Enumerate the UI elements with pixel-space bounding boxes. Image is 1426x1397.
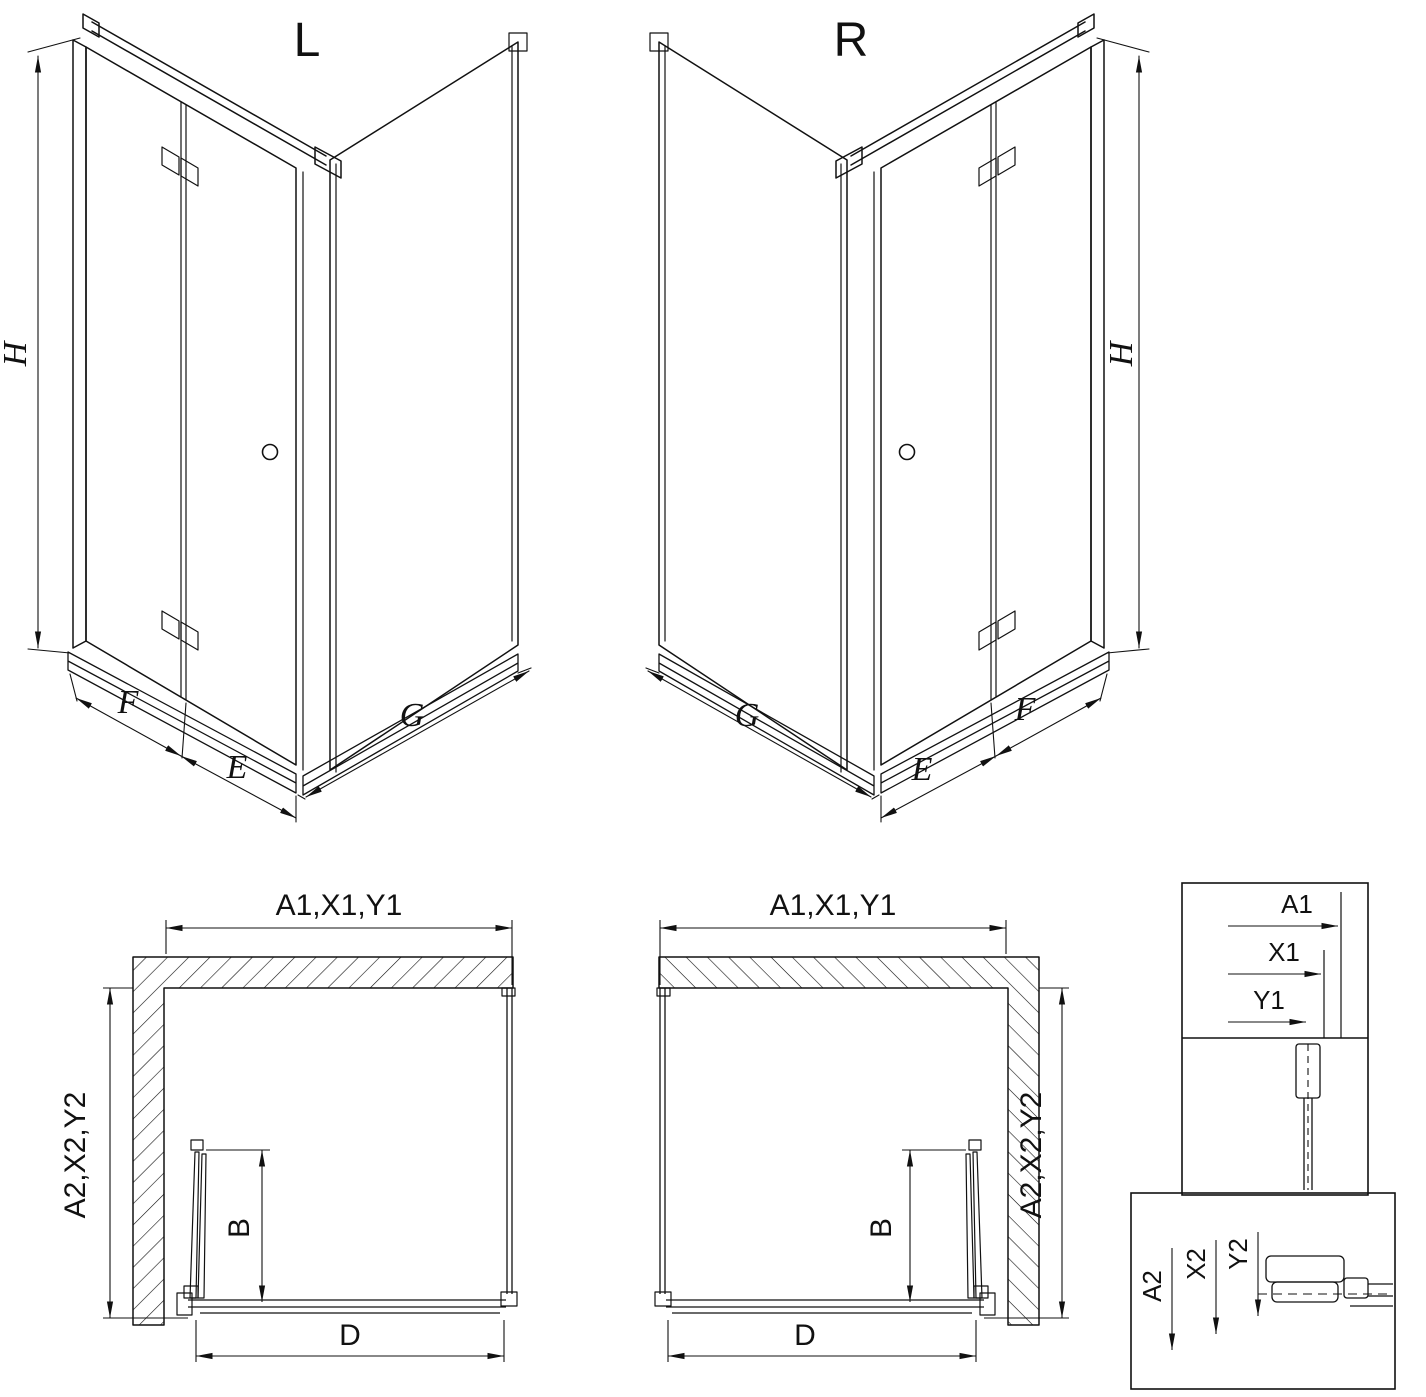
plan-view-right	[655, 920, 1069, 1362]
dim-label-a2-plan-left-text: A2,X2,Y2	[59, 1091, 92, 1219]
dim-label-g-left-text: G	[399, 697, 425, 734]
dim-label-e-left-text: E	[226, 749, 248, 786]
dim-label-d-plan-right-text: D	[794, 1319, 816, 1352]
dim-label-h-left-text: H	[0, 341, 34, 367]
detail-top-frame	[1181, 882, 1369, 1196]
iso-view-left	[28, 14, 531, 822]
dim-label-f-left-text: F	[117, 684, 139, 721]
dim-label-a2-detail-text: A2	[1137, 1270, 1167, 1302]
dim-label-d-plan-left-text: D	[339, 1319, 361, 1352]
detail-bottom-dimension-lines	[1168, 1232, 1262, 1350]
detail-view-bottom	[1130, 1192, 1396, 1390]
iso-view-right	[646, 14, 1149, 822]
profile-section-inner	[1271, 1281, 1339, 1303]
plan-view-left	[103, 920, 517, 1362]
view-title-r-text: R	[833, 14, 869, 67]
view-title-l-text: L	[293, 14, 321, 67]
dim-label-a1-plan-left-text: A1,X1,Y1	[275, 889, 403, 922]
detail-view-top	[1181, 882, 1369, 1196]
dim-label-x1-detail-text: X1	[1268, 937, 1300, 967]
dim-label-b-plan-left-text: B	[223, 1217, 256, 1239]
glass-edge-lines-bottom	[1350, 1283, 1393, 1307]
dim-label-y2-detail-text: Y2	[1223, 1238, 1253, 1270]
dim-label-y1-detail-text: Y1	[1253, 985, 1285, 1015]
detail-top-reference-lines	[1323, 892, 1342, 1038]
dim-label-b-plan-right-text: B	[865, 1217, 898, 1239]
dim-label-a2-plan-right-text: A2,X2,Y2	[1015, 1091, 1048, 1219]
dim-label-a1-plan-right-text: A1,X1,Y1	[769, 889, 897, 922]
dim-label-x2-detail-text: X2	[1181, 1248, 1211, 1280]
glass-edge-lines	[1303, 1098, 1313, 1190]
detail-top-dimension-lines	[1228, 922, 1338, 1026]
dim-label-g-right-text: G	[734, 697, 760, 734]
dim-label-a1-detail-text: A1	[1281, 889, 1313, 919]
dim-label-f-right-text: F	[1014, 691, 1036, 728]
profile-clamp	[1343, 1277, 1369, 1299]
detail-bottom-frame	[1130, 1192, 1396, 1390]
dim-label-e-right-text: E	[911, 751, 933, 788]
profile-section-outer	[1265, 1255, 1345, 1283]
dim-label-h-right-text: H	[1103, 341, 1140, 367]
